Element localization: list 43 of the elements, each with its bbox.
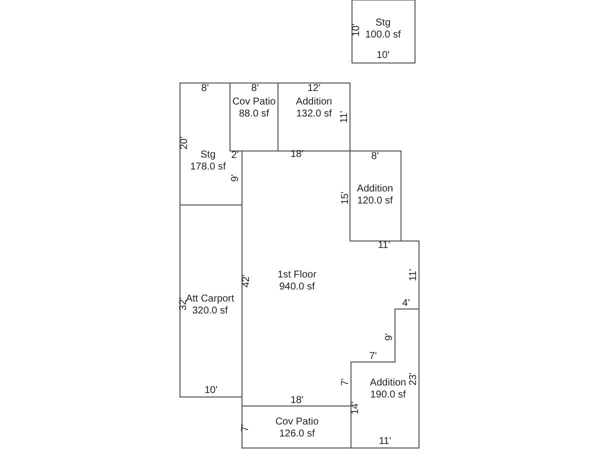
dimension-label: 8' <box>371 152 379 162</box>
dimension-label: 4' <box>402 299 410 309</box>
dimension-label: 18' <box>290 150 304 160</box>
dimension-label: 9' <box>231 174 241 182</box>
dimension-label: 10' <box>376 51 390 61</box>
dimension-label: 42' <box>242 274 252 288</box>
area-label: 132.0 sf <box>296 108 332 120</box>
dimension-label: 12' <box>307 84 321 94</box>
area-label: 100.0 sf <box>365 30 401 40</box>
dimension-label: 20' <box>180 136 190 150</box>
area-label: 120.0 sf <box>357 196 393 206</box>
area-label: 178.0 sf <box>190 162 226 172</box>
dimension-label: 18' <box>290 396 304 406</box>
dimension-label: 10' <box>204 386 218 396</box>
dimension-label: 8' <box>201 84 209 94</box>
dimension-label: 14' <box>351 401 361 415</box>
dimension-label: 9' <box>385 333 395 341</box>
area-label: 320.0 sf <box>192 306 228 316</box>
dimension-label: 11' <box>378 241 390 251</box>
dimension-label: 23' <box>409 372 419 386</box>
dimension-label: 11' <box>378 437 392 447</box>
dimension-label: 2' <box>231 151 239 161</box>
room-name: Stg <box>376 18 390 28</box>
dimension-label: 11' <box>409 268 419 282</box>
room-name: Addition <box>296 96 332 108</box>
room-name: Att Carport <box>186 294 234 304</box>
area-label: 126.0 sf <box>279 428 315 440</box>
dimension-label: 7' <box>241 424 251 432</box>
dimension-label: 8' <box>251 84 259 94</box>
area-label: 88.0 sf <box>238 108 270 120</box>
room-name: Stg <box>200 150 216 160</box>
room-name: Cov Patio <box>275 416 319 428</box>
room-name: Cov Patio <box>232 96 276 108</box>
area-label: 940.0 sf <box>279 282 315 292</box>
room-name: Addition <box>356 184 394 194</box>
dimension-label: 11' <box>340 110 350 124</box>
dimension-label: 15' <box>341 191 351 205</box>
area-label: 190.0 sf <box>370 390 406 400</box>
dimension-label: 7' <box>341 378 351 386</box>
room-name: 1st Floor <box>278 270 316 280</box>
dimension-label: 7' <box>369 352 377 362</box>
room-name: Addition <box>370 378 406 388</box>
dimension-label: 10' <box>352 23 362 37</box>
